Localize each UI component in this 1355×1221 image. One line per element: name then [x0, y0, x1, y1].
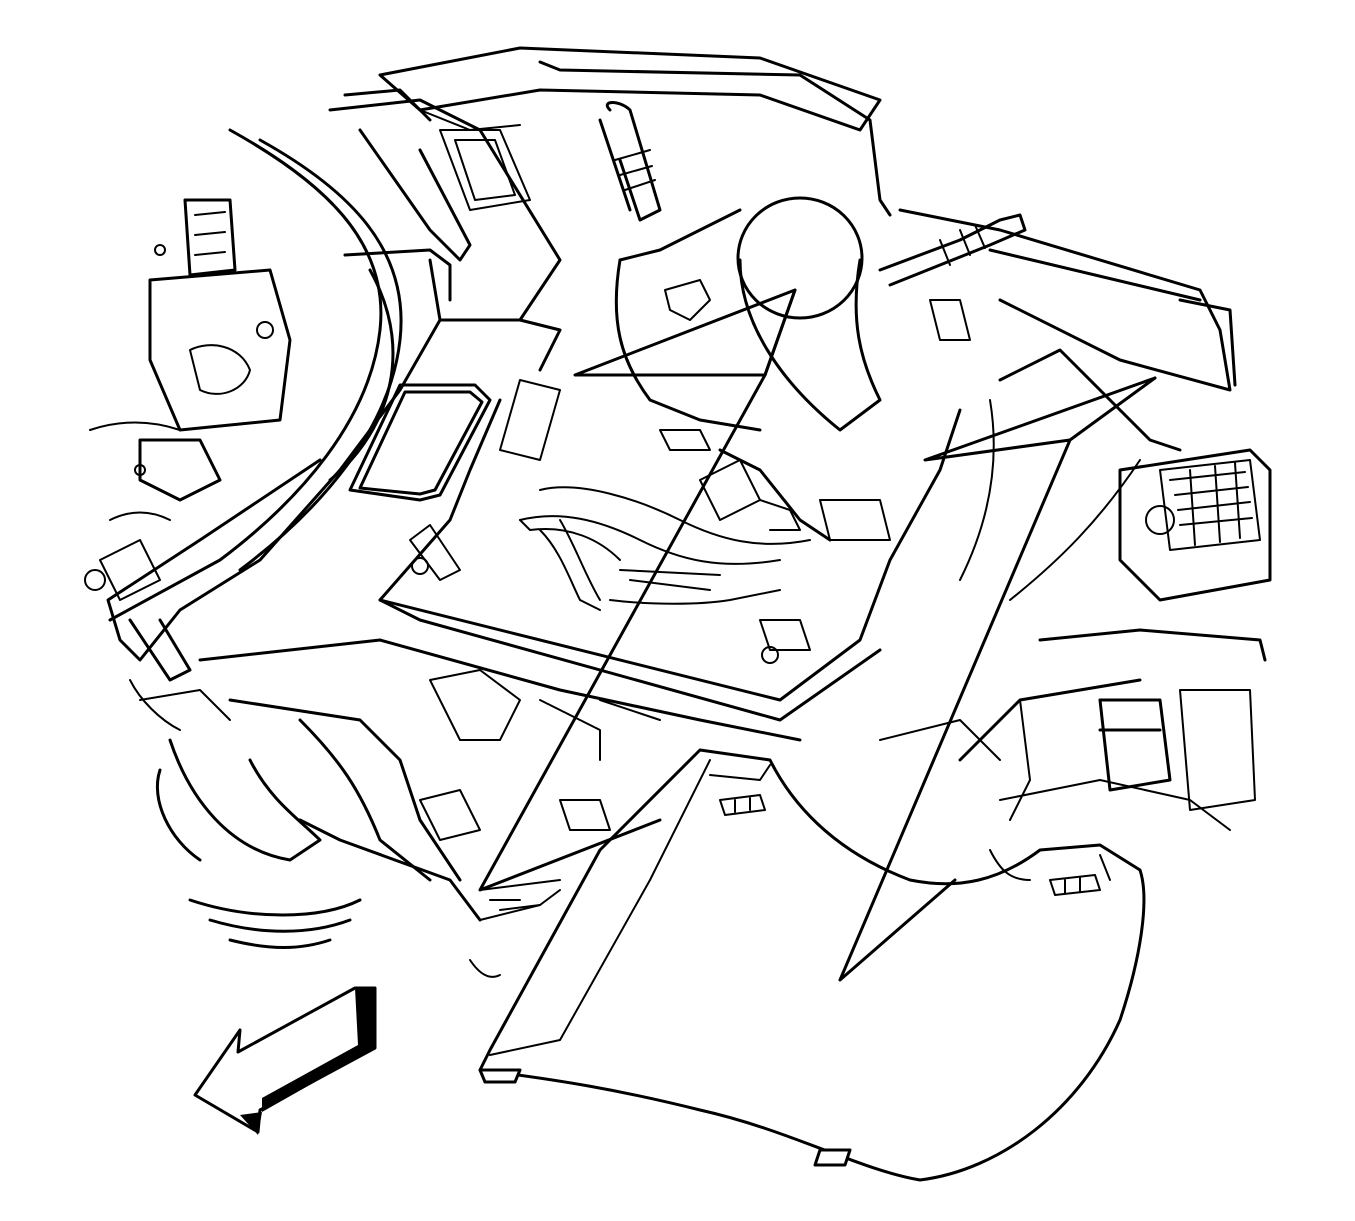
- side-trim-panel: [106, 128, 452, 682]
- left-dash-end-panel: [328, 88, 562, 322]
- steering-column: [598, 101, 1027, 542]
- right-dash-panel: [898, 208, 1272, 831]
- callout-line-1: [573, 288, 797, 377]
- callout-line-2: [478, 373, 767, 892]
- lower-trim-cover-panel: [478, 748, 1146, 1182]
- front-of-vehicle-arrow: [193, 986, 377, 1135]
- lower-structure: [198, 638, 1031, 882]
- floor-lines: [469, 879, 561, 978]
- left-side-module: [84, 198, 292, 601]
- lower-instrument-panel: [348, 318, 962, 722]
- lower-left-duct: [129, 679, 482, 949]
- callout-lines: [478, 288, 1157, 982]
